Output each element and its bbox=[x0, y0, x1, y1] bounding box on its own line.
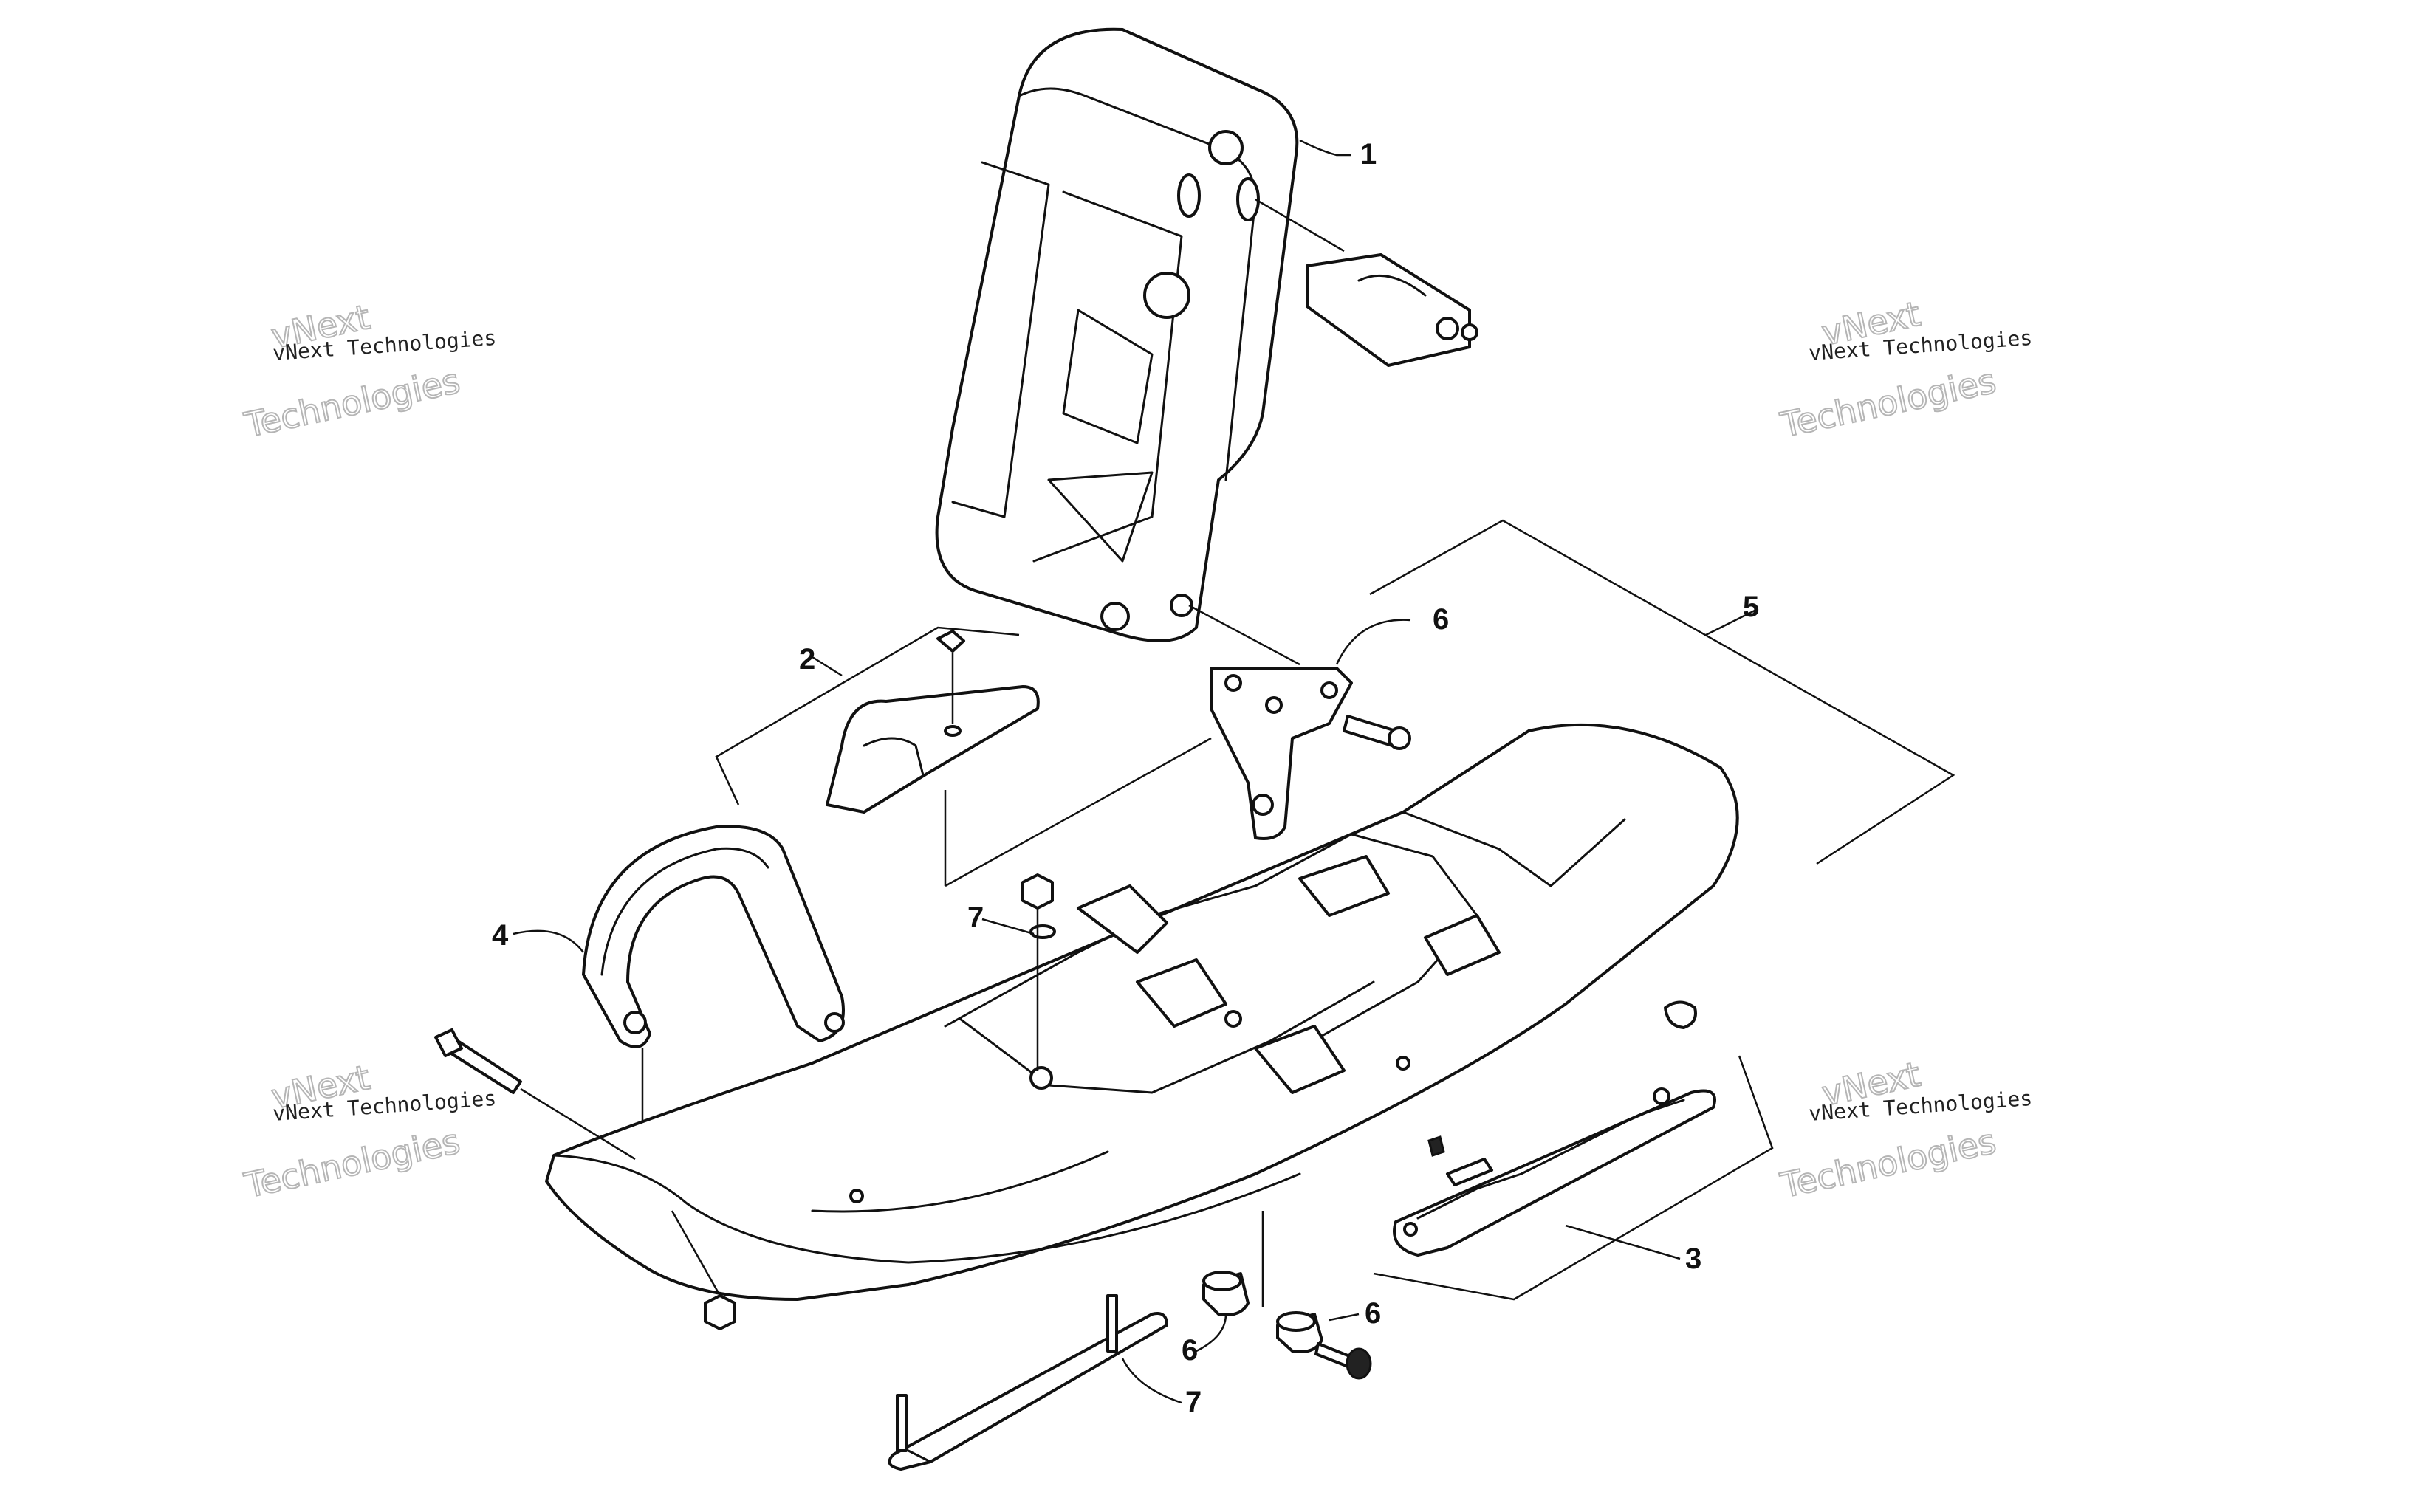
callout-2: 2 bbox=[799, 643, 815, 676]
ski-body-part bbox=[545, 723, 1739, 1301]
bracket-group-3 bbox=[1373, 1055, 1774, 1301]
watermark-big-line2: Technologies bbox=[1777, 1121, 1999, 1205]
bumper-pad-part bbox=[826, 630, 1040, 814]
leader-callout-4 bbox=[513, 929, 584, 953]
watermark-big-line2: Technologies bbox=[241, 360, 463, 444]
wear-strip-part bbox=[1393, 1000, 1716, 1257]
watermark-big-line2: Technologies bbox=[241, 1121, 463, 1205]
callout-4: 4 bbox=[492, 919, 509, 952]
spacer-hardware bbox=[1202, 1211, 1372, 1380]
leader-callout-2 bbox=[812, 656, 843, 677]
leader-line bbox=[945, 737, 1212, 887]
runner-part bbox=[888, 1294, 1168, 1471]
nut-washer-hardware bbox=[1021, 873, 1056, 1071]
bracket-hardware bbox=[1255, 198, 1478, 367]
front-bolt-hardware bbox=[434, 1028, 736, 1330]
leader-callout-7-bottom bbox=[1121, 1358, 1182, 1404]
bracket-group-5 bbox=[1369, 519, 1955, 865]
seat-back-part bbox=[935, 27, 1299, 642]
mount-hole bbox=[1208, 130, 1244, 165]
bracket-group-2 bbox=[715, 626, 1020, 805]
leader-callout-6-bottom-right bbox=[1329, 1313, 1360, 1322]
mount-hole bbox=[1100, 602, 1130, 631]
leader-callout-1 bbox=[1299, 139, 1351, 157]
watermark-bottom-right: vNext Technologies bbox=[1776, 1054, 2000, 1206]
callout-6-bottom-right: 6 bbox=[1365, 1297, 1381, 1330]
callout-1: 1 bbox=[1360, 138, 1377, 171]
callout-7-bottom: 7 bbox=[1185, 1386, 1202, 1418]
callout-6-top: 6 bbox=[1433, 603, 1449, 636]
callout-3: 3 bbox=[1685, 1243, 1701, 1275]
leader-callout-6-top bbox=[1335, 619, 1411, 665]
mount-hole bbox=[1170, 594, 1193, 617]
mount-plate-part bbox=[1188, 604, 1411, 840]
watermark-bottom-left: vNext Technologies bbox=[240, 1056, 464, 1206]
grab-handle-part bbox=[582, 825, 845, 1152]
leader-callout-7-top bbox=[981, 918, 1035, 935]
callout-7-top: 7 bbox=[967, 901, 984, 934]
leader-callout-5 bbox=[1705, 608, 1758, 636]
watermark-big-line2: Technologies bbox=[1777, 360, 1999, 444]
watermark-top-right: vNext Technologies bbox=[1776, 293, 2000, 446]
callout-5: 5 bbox=[1743, 591, 1759, 623]
leader-callout-3 bbox=[1565, 1224, 1681, 1260]
mount-hole bbox=[1143, 272, 1190, 319]
watermark-top-left: vNext Technologies bbox=[240, 296, 464, 446]
mount-slot bbox=[1177, 173, 1201, 218]
leader-callout-6-bottom-left bbox=[1196, 1313, 1227, 1353]
mount-slot bbox=[1236, 177, 1260, 221]
callout-6-bottom-left: 6 bbox=[1182, 1334, 1198, 1367]
